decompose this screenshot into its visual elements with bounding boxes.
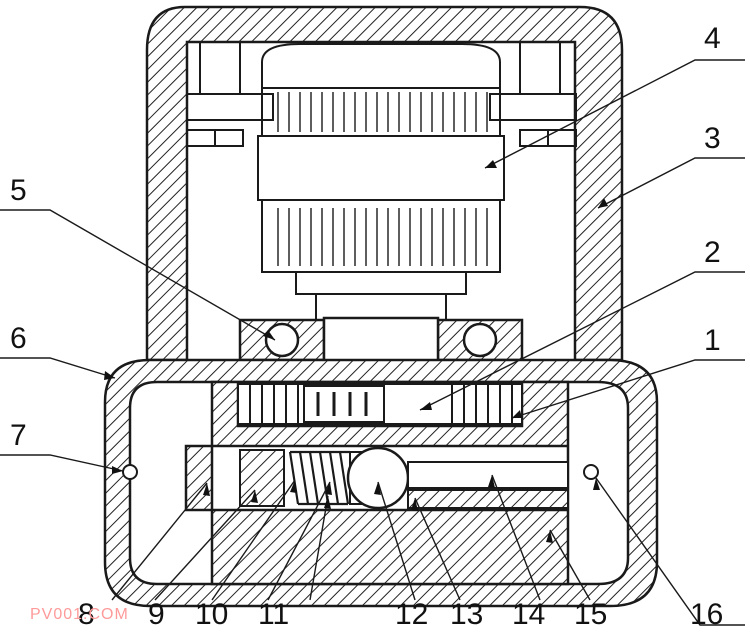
spring [288, 450, 350, 506]
slide-assembly [239, 446, 569, 510]
label-12: 12 [395, 598, 428, 631]
label-7: 7 [10, 419, 27, 452]
gear [238, 383, 522, 425]
motor [257, 43, 505, 321]
top-housing [145, 5, 624, 362]
lower-housing [103, 358, 659, 608]
label-11: 11 [258, 598, 289, 631]
label-13: 13 [450, 598, 483, 631]
label-4: 4 [704, 22, 721, 55]
label-2: 2 [704, 236, 721, 269]
leader-arrowheads [104, 160, 608, 543]
left-hole [122, 464, 138, 480]
label-1: 1 [704, 324, 721, 357]
label-5: 5 [10, 174, 27, 207]
label-9: 9 [148, 598, 165, 631]
label-16: 16 [690, 598, 723, 631]
label-3: 3 [704, 122, 721, 155]
label-8: 8 [78, 598, 95, 631]
right-hole [583, 464, 599, 480]
label-10: 10 [195, 598, 228, 631]
leader-lines [0, 59, 745, 626]
label-14: 14 [512, 598, 545, 631]
label-6: 6 [10, 322, 27, 355]
label-15: 15 [574, 598, 607, 631]
bearings [238, 318, 524, 362]
part-labels: 4 3 5 2 6 1 7 8 9 10 11 12 13 14 15 16 [10, 22, 723, 631]
upper-mounts [186, 41, 577, 147]
watermark: PV001.COM [30, 606, 129, 623]
